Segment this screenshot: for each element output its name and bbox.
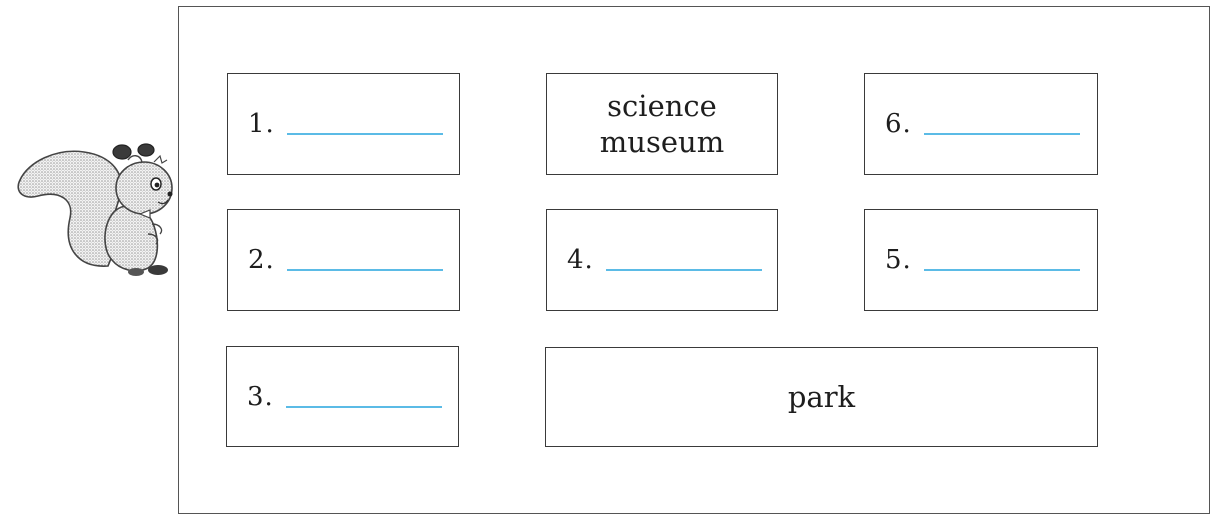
- place-number: 6.: [885, 109, 912, 139]
- place-number: 5.: [885, 245, 912, 275]
- answer-blank-3[interactable]: [285, 386, 442, 408]
- answer-blank-5[interactable]: [923, 249, 1080, 271]
- place-number: 1.: [248, 109, 275, 139]
- squirrel-icon: [17, 143, 173, 276]
- place-box-5: 5.: [864, 209, 1098, 311]
- answer-blank-4[interactable]: [605, 249, 762, 271]
- place-label: science museum: [599, 88, 725, 159]
- place-box-4: 4.: [546, 209, 778, 311]
- place-box-6: 6.: [864, 73, 1098, 175]
- place-box-2: 2.: [227, 209, 460, 311]
- place-box-1: 1.: [227, 73, 460, 175]
- answer-blank-6[interactable]: [923, 113, 1080, 135]
- science-museum-box: science museum: [546, 73, 778, 175]
- map-frame: [178, 6, 1210, 514]
- place-box-3: 3.: [226, 346, 459, 447]
- park-box: park: [545, 347, 1098, 447]
- place-label: park: [787, 379, 856, 414]
- answer-blank-2[interactable]: [286, 249, 443, 271]
- place-number: 4.: [567, 245, 594, 275]
- answer-blank-1[interactable]: [286, 113, 443, 135]
- place-number: 3.: [247, 381, 274, 412]
- place-number: 2.: [248, 245, 275, 275]
